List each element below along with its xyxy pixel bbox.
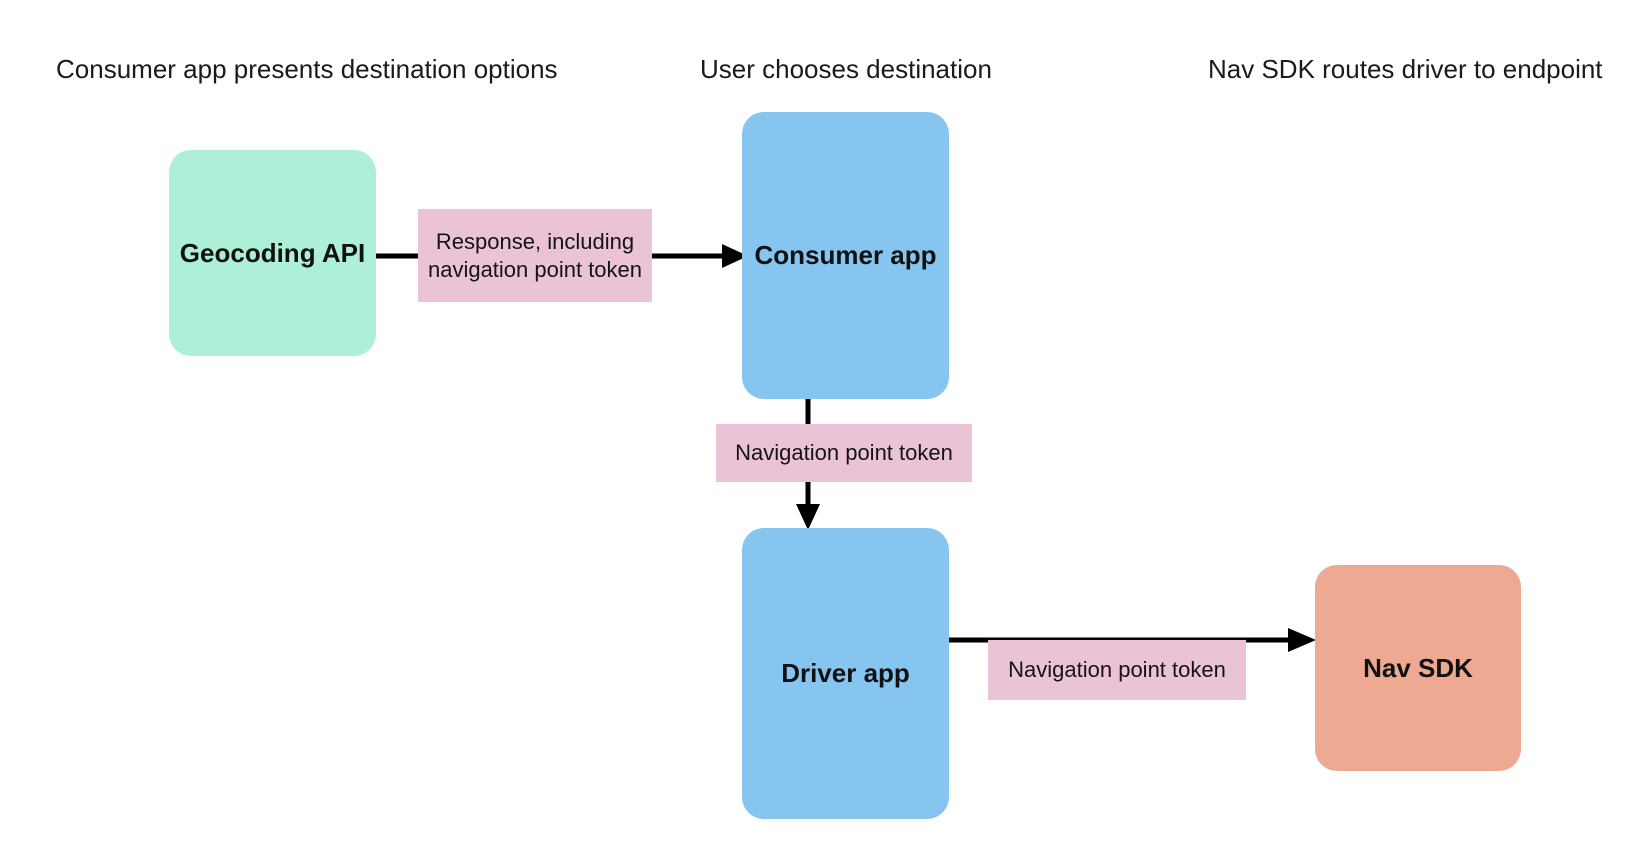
column-header-nav-sdk: Nav SDK routes driver to endpoint bbox=[1208, 54, 1603, 84]
node-geocoding-api-label: Geocoding API bbox=[179, 237, 366, 268]
arrowhead-icon bbox=[1288, 628, 1316, 652]
arrowhead-icon bbox=[722, 244, 748, 268]
node-geocoding-api[interactable]: Geocoding API bbox=[169, 150, 376, 356]
column-header-user: User chooses destination bbox=[700, 54, 992, 84]
node-driver-app[interactable]: Driver app bbox=[742, 528, 949, 819]
node-consumer-app[interactable]: Consumer app bbox=[742, 112, 949, 399]
edge-label-text: Navigation point token bbox=[735, 440, 953, 465]
edge-label-navigation-point-token-consumer-to-driver: Navigation point token bbox=[716, 424, 972, 482]
arrowhead-icon bbox=[796, 504, 820, 530]
edge-label-text: Response, including navigation point tok… bbox=[427, 228, 643, 282]
node-nav-sdk-label: Nav SDK bbox=[1363, 652, 1473, 683]
edge-label-text: Navigation point token bbox=[1008, 657, 1226, 682]
node-driver-app-label: Driver app bbox=[781, 658, 910, 688]
edge-label-response-including-navigation-point-token: Response, including navigation point tok… bbox=[418, 209, 652, 302]
column-header-consumer: Consumer app presents destination option… bbox=[56, 54, 558, 84]
node-nav-sdk[interactable]: Nav SDK bbox=[1315, 565, 1521, 771]
edge-label-navigation-point-token-driver-to-navsdk: Navigation point token bbox=[988, 640, 1246, 700]
node-consumer-app-label: Consumer app bbox=[754, 240, 937, 270]
